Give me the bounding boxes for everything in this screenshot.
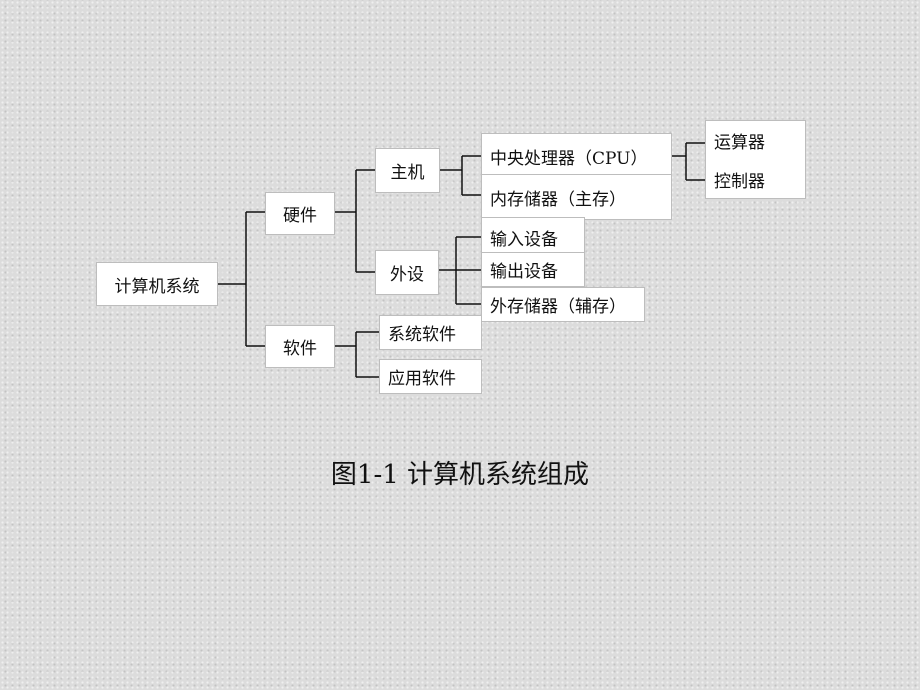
node-main-memory: 内存储器（主存） (481, 174, 672, 220)
node-label: 软件 (283, 339, 317, 359)
node-host: 主机 (375, 148, 440, 193)
node-peripheral: 外设 (375, 250, 439, 295)
node-label: 内存储器（主存） (490, 189, 626, 210)
node-alu: 运算器 控制器 (705, 120, 806, 199)
node-aux-memory: 外存储器（辅存） (481, 287, 645, 322)
node-input-device: 输入设备 (481, 217, 585, 256)
figure-caption: 图1-1 计算机系统组成 (330, 460, 590, 490)
node-label: 硬件 (283, 206, 317, 226)
node-label: 主机 (390, 163, 425, 183)
node-label: 系统软件 (388, 325, 456, 345)
node-computer-system: 计算机系统 (96, 262, 218, 306)
node-software: 软件 (265, 325, 335, 368)
node-label: 应用软件 (388, 369, 456, 389)
node-label-alu: 运算器 (714, 132, 765, 153)
node-cpu: 中央处理器（CPU） (481, 133, 672, 179)
node-label: 计算机系统 (114, 276, 200, 297)
node-label: 中央处理器（CPU） (490, 148, 648, 169)
node-label: 输入设备 (490, 229, 558, 250)
node-label-control: 控制器 (714, 171, 765, 192)
node-output-device: 输出设备 (481, 252, 585, 287)
node-application-software: 应用软件 (379, 359, 482, 394)
node-label: 外存储器（辅存） (490, 297, 626, 317)
node-label: 输出设备 (490, 262, 558, 282)
node-label: 外设 (390, 265, 424, 285)
node-system-software: 系统软件 (379, 315, 482, 350)
node-hardware: 硬件 (265, 192, 335, 235)
